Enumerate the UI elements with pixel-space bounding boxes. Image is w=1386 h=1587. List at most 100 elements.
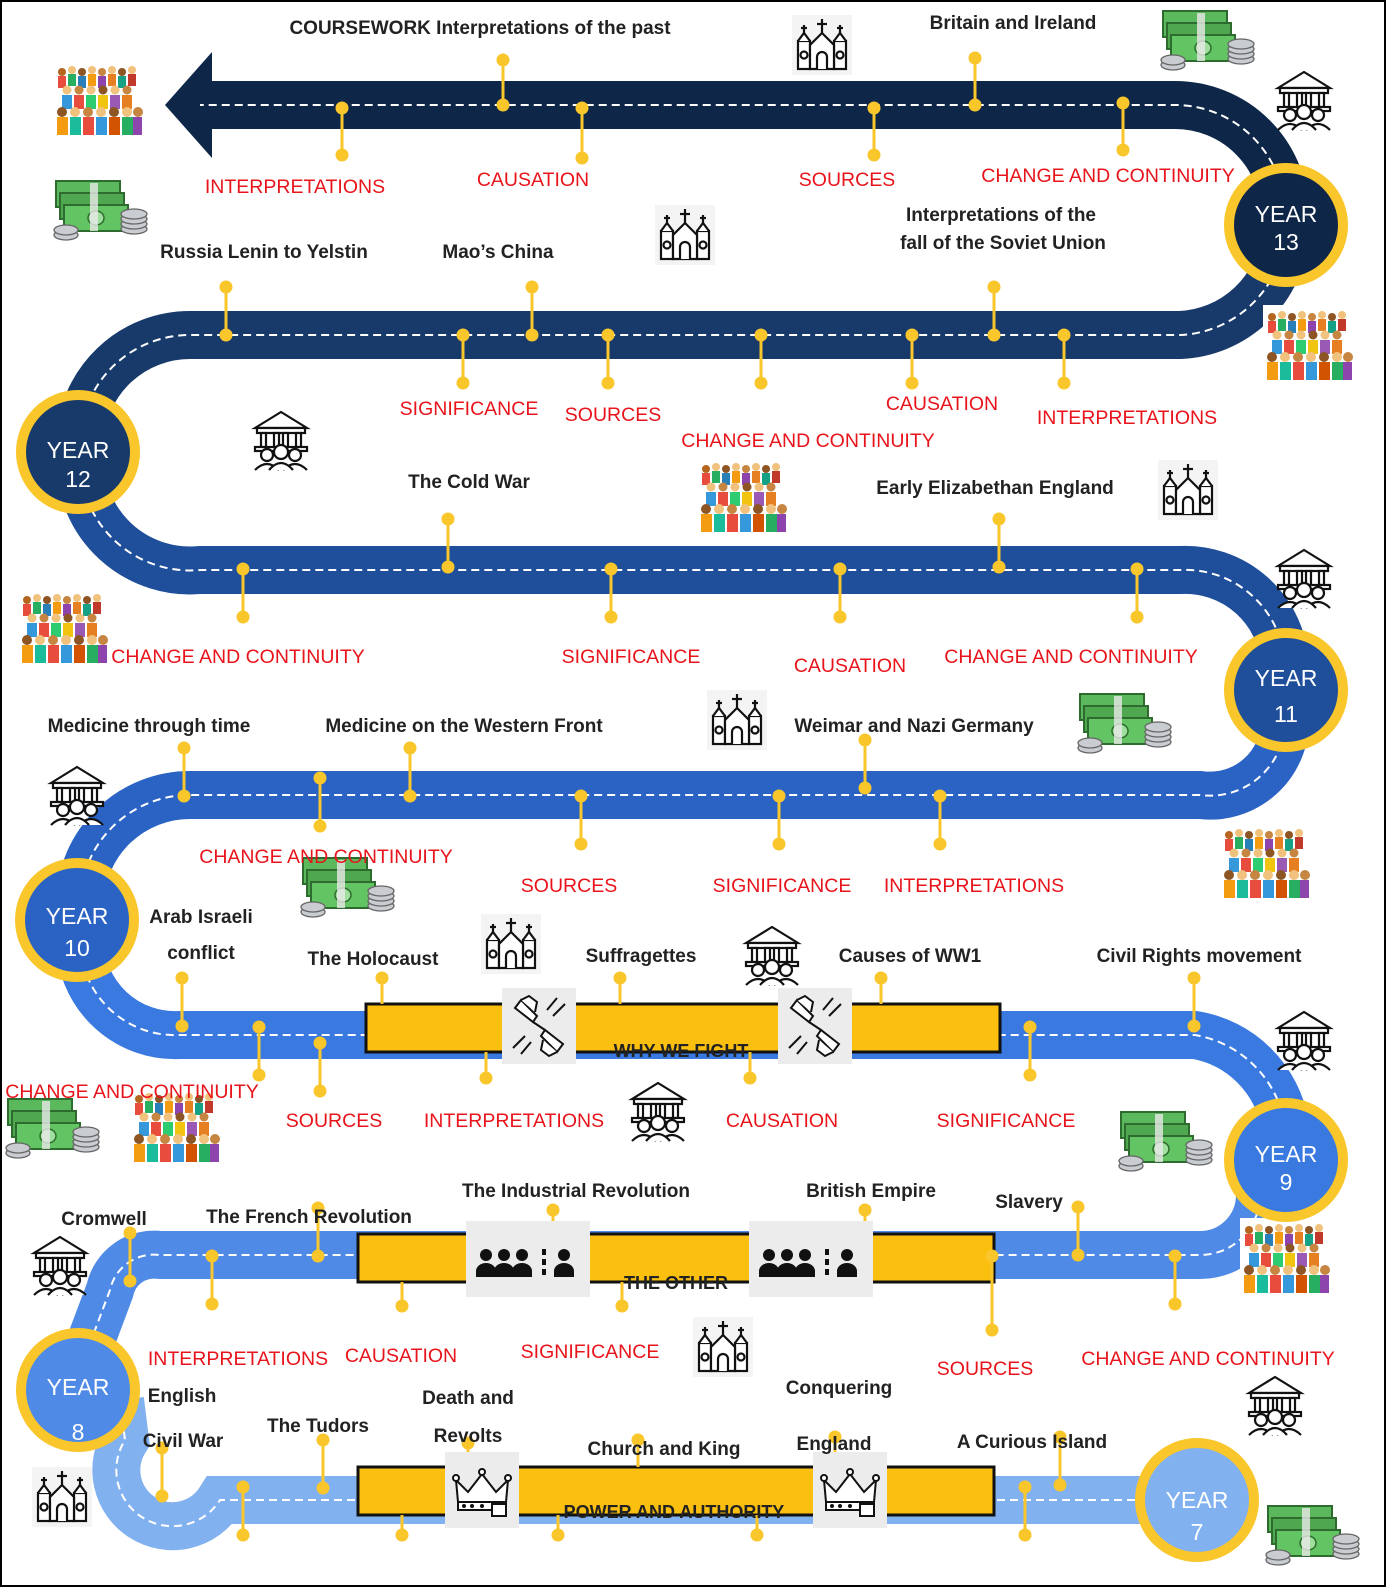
year-number: 8 [72,1419,85,1445]
topic-civil-rights: Civil Rights movement [1097,946,1302,967]
topic-cromwell: Cromwell [61,1209,147,1230]
crown-icon [812,1451,888,1529]
year-number: 12 [65,466,91,492]
topic-russia: Russia Lenin to Yelstin [160,242,368,263]
crowd-icon [1220,823,1310,903]
skill-label: INTERPRETATIONS [148,1348,328,1370]
topic-arab-israeli-line1: Arab Israeli [149,907,253,928]
band-title-why-we-fight: WHY WE FIGHT [614,1041,749,1061]
crowd-icon [53,60,143,140]
topic-elizabethan-england: Early Elizabethan England [876,478,1114,499]
church-icon [479,912,543,976]
year-badge-13: YEAR 13 [1224,163,1348,287]
topic-soviet-fall-line2: fall of the Soviet Union [900,233,1106,254]
topic-suffragettes: Suffragettes [586,946,697,967]
church-icon [30,1465,94,1529]
year-number: 7 [1191,1519,1204,1545]
topic-causes-ww1: Causes of WW1 [839,946,982,967]
skill-label: CHANGE AND CONTINUITY [944,646,1198,668]
fists-icon [777,987,853,1065]
fists-icon [501,987,577,1065]
topic-death-revolts-line2: Revolts [434,1426,503,1447]
skill-labels: INTERPRETATIONS CAUSATION SOURCES CHANGE… [5,165,1335,1380]
skill-label: CHANGE AND CONTINUITY [981,165,1235,187]
topic-conquering-england-line2: England [797,1434,872,1455]
topic-labels: COURSEWORK Interpretations of the past B… [48,13,1302,1460]
crowd-icon [18,588,108,668]
topic-conquering-england-line1: Conquering [786,1378,893,1399]
skill-label: SOURCES [937,1358,1033,1380]
people-icon [749,1221,873,1297]
topic-curious-island: A Curious Island [957,1432,1107,1453]
band-the-other [356,1232,996,1284]
year-label: YEAR [1255,665,1318,691]
church-icon [705,688,769,752]
year-label: YEAR [1255,1141,1318,1167]
year-label: YEAR [1255,201,1318,227]
skill-label: SIGNIFICANCE [521,1341,660,1363]
topic-french-revolution: The French Revolution [206,1207,412,1228]
skill-label: SIGNIFICANCE [562,646,701,668]
band-title-power-and-authority: POWER AND AUTHORITY [564,1502,785,1522]
year-number: 10 [64,935,90,961]
church-icon [653,203,717,267]
road-network [55,52,1310,1551]
skill-label: CAUSATION [726,1110,838,1132]
skill-label: CHANGE AND CONTINUITY [199,846,453,868]
band-title-the-other: THE OTHER [624,1273,728,1293]
church-icon [790,13,854,77]
church-icon [1156,458,1220,522]
topic-british-empire: British Empire [806,1181,936,1202]
skill-label: CHANGE AND CONTINUITY [111,646,365,668]
crown-icon [444,1451,520,1529]
year-badge-9: YEAR 9 [1224,1098,1348,1222]
topic-western-front: Medicine on the Western Front [325,716,603,737]
topic-church-king: Church and King [587,1439,740,1460]
topic-death-revolts-line1: Death and [422,1388,514,1409]
skill-label: SOURCES [799,169,895,191]
topic-coursework: COURSEWORK Interpretations of the past [289,18,671,39]
year-number: 9 [1280,1169,1293,1195]
year-badge-11: YEAR 11 [1224,628,1348,752]
topic-holocaust: The Holocaust [308,949,440,970]
skill-label: CAUSATION [477,169,589,191]
skill-label: SOURCES [565,404,661,426]
skill-label: CHANGE AND CONTINUITY [5,1081,259,1103]
topic-english-civil-war-line2: Civil War [143,1431,224,1452]
topic-medicine-through-time: Medicine through time [48,716,251,737]
skill-label: SIGNIFICANCE [713,875,852,897]
topic-slavery: Slavery [995,1192,1063,1213]
skill-label: CAUSATION [345,1345,457,1367]
topic-weimar-nazi: Weimar and Nazi Germany [794,716,1034,737]
crowd-icon [1263,305,1353,385]
year-badge-7: YEAR 7 [1135,1438,1259,1562]
theme-bands [356,1002,1002,1517]
crowd-icon [697,457,787,537]
year-badges: YEAR 13 YEAR 12 YEAR 11 YEAR 10 YEAR 9 Y… [15,163,1348,1562]
topic-tudors: The Tudors [267,1416,369,1437]
skill-label: SIGNIFICANCE [937,1110,1076,1132]
year-label: YEAR [1166,1487,1229,1513]
year-label: YEAR [47,437,110,463]
year-badge-12: YEAR 12 [16,390,140,514]
year-number: 13 [1273,229,1299,255]
crowd-icon [1240,1218,1330,1298]
topic-arab-israeli-line2: conflict [167,943,235,964]
topic-cold-war: The Cold War [408,472,530,493]
year-badge-10: YEAR 10 [15,858,139,982]
topic-mao-china: Mao’s China [442,242,554,263]
arrow-head [165,52,212,158]
skill-label: CAUSATION [886,393,998,415]
topic-britain-ireland: Britain and Ireland [930,13,1097,34]
people-icon [466,1221,590,1297]
skill-label: CHANGE AND CONTINUITY [1081,1348,1335,1370]
skill-label: CHANGE AND CONTINUITY [681,430,935,452]
year-badge-8: YEAR 8 [16,1328,140,1452]
skill-label: CAUSATION [794,655,906,677]
topic-english-civil-war-line1: English [148,1386,217,1407]
topic-industrial-revolution: The Industrial Revolution [462,1181,690,1202]
skill-label: SOURCES [521,875,617,897]
band-why-we-fight [364,1002,1002,1054]
road-year-9 [55,939,1309,1130]
